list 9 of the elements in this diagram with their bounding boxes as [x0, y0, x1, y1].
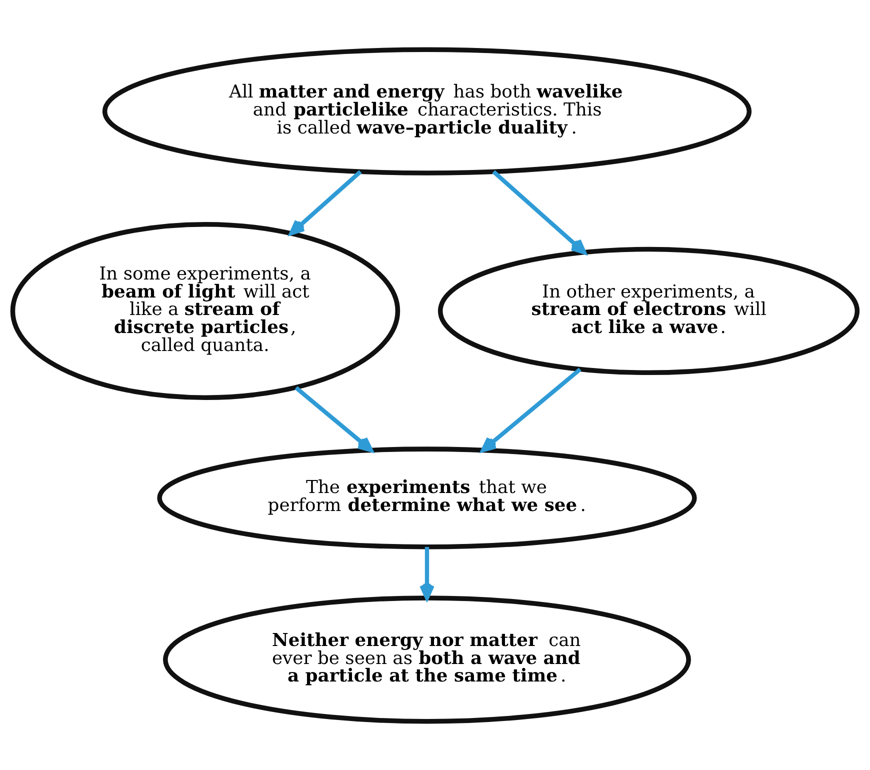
node-ellipse: All matter and energy has both wavelike and particlelike characteristics. This is called wave–particle duality. [102, 46, 752, 175]
node-ellipse: The experiments that we perform determine what we see. [157, 446, 697, 549]
arrow [480, 367, 582, 452]
node-ellipse: Neither energy nor matter can ever be seen as both a wave and a particle at the same time. [163, 595, 691, 724]
node-ellipse: In some experiments, a beam of light will act like a stream of discrete particles, called quanta. [10, 221, 400, 400]
node-ellipse: In other experiments, a stream of electrons will act like a wave. [438, 246, 860, 375]
arrow [289, 170, 362, 235]
arrow [294, 386, 374, 452]
arrow [492, 170, 586, 254]
